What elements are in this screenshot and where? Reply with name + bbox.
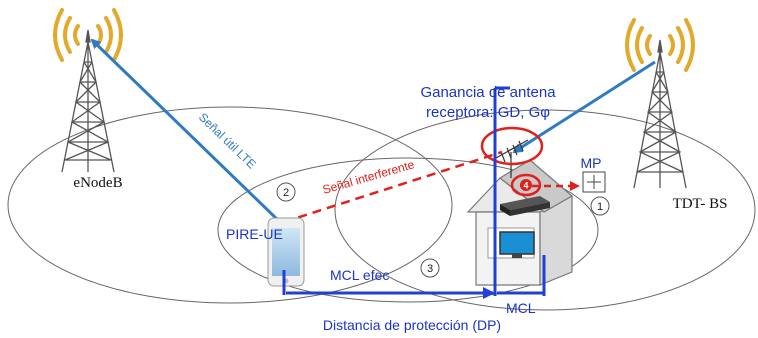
gain-label-line1: Ganancia de antena [420, 84, 556, 101]
enodeb-tower-icon [61, 29, 115, 173]
marker-4: 4 [520, 179, 532, 191]
lte-coverage-ellipse [7, 106, 453, 304]
phone-icon [267, 217, 305, 287]
tdt-bs-label: TDT- BS [673, 196, 728, 212]
marker-3: 3 [420, 258, 440, 278]
marker-4-label: 4 [523, 181, 528, 191]
tdt-tower-icon [633, 39, 687, 189]
enodeb-radio-waves [53, 8, 123, 62]
mcl-efec-label: MCL efec [330, 267, 389, 283]
lte-useful-signal-arrow [90, 38, 282, 224]
tdt-radio-waves [625, 18, 695, 72]
tv-icon [499, 231, 535, 258]
mp-label: MP [581, 155, 602, 171]
pire-ue-label: PIRE-UE [226, 226, 283, 242]
interference-point-circle [510, 173, 542, 197]
lte-useful-signal-label: Señal útil LTE [196, 110, 259, 171]
gain-label-line2: receptora: GD, Gφ [426, 104, 550, 121]
protection-distance-label: Distancia de protección (DP) [323, 317, 501, 333]
enodeb-label: eNodeB [73, 175, 122, 191]
mcl-label: MCL [506, 300, 536, 316]
marker-3-label: 3 [427, 263, 433, 275]
marker-1: 1 [590, 196, 610, 216]
marker-1-label: 1 [597, 201, 603, 213]
marker-2: 2 [276, 182, 296, 202]
set-top-box-icon [500, 196, 550, 216]
marker-2-label: 2 [283, 187, 289, 199]
house-icon [466, 159, 574, 286]
tdt-coverage-ellipse [334, 109, 756, 311]
antenna-highlight-circle [480, 126, 544, 166]
interference-signal-line [283, 150, 503, 224]
protection-zone-ellipse [217, 157, 599, 303]
